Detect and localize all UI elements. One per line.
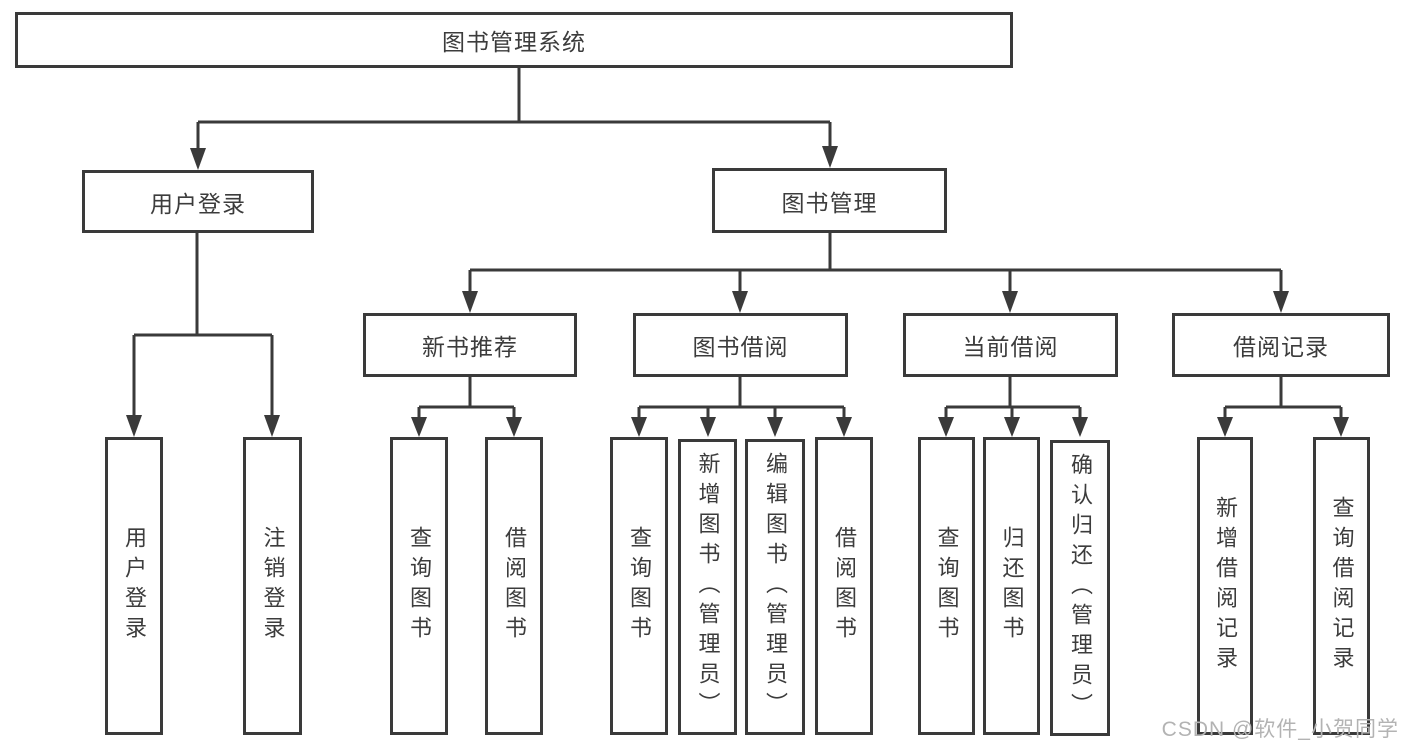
node-book-management: 图书管理 bbox=[712, 168, 947, 233]
node-book-borrow: 图书借阅 bbox=[633, 313, 848, 377]
node-borrow-records: 借阅记录 bbox=[1172, 313, 1390, 377]
leaf-label: 查询图书 bbox=[407, 526, 432, 646]
node-label: 当前借阅 bbox=[962, 334, 1059, 360]
leaf-label: 注销登录 bbox=[260, 526, 286, 646]
leaf-label: 查询图书 bbox=[934, 526, 960, 646]
leaf-label: 归还图书 bbox=[999, 526, 1025, 646]
leaf-query-books-borrow: 查询图书 bbox=[610, 437, 668, 735]
leaf-user-login: 用户登录 bbox=[105, 437, 163, 735]
leaf-label: 新增图书（管理员） bbox=[695, 452, 721, 722]
leaf-label: 查询图书 bbox=[627, 526, 652, 646]
leaf-label: 新增借阅记录 bbox=[1213, 496, 1238, 676]
leaf-query-books-recommend: 查询图书 bbox=[390, 437, 448, 735]
node-label: 新书推荐 bbox=[422, 334, 518, 360]
leaf-label: 查询借阅记录 bbox=[1329, 496, 1355, 676]
node-new-book-recommend: 新书推荐 bbox=[363, 313, 577, 377]
leaf-borrow-books-recommend: 借阅图书 bbox=[485, 437, 543, 735]
node-label: 用户登录 bbox=[150, 190, 246, 217]
leaf-label: 编辑图书（管理员） bbox=[763, 452, 788, 722]
leaf-return-book: 归还图书 bbox=[983, 437, 1040, 735]
node-library-management-system: 图书管理系统 bbox=[15, 12, 1013, 68]
leaf-label: 借阅图书 bbox=[832, 526, 857, 646]
leaf-label: 借阅图书 bbox=[502, 526, 527, 646]
leaf-add-borrow-record: 新增借阅记录 bbox=[1197, 437, 1253, 735]
node-label: 图书管理系统 bbox=[442, 29, 586, 55]
leaf-label: 确认归还（管理员） bbox=[1068, 453, 1093, 723]
node-label: 图书借阅 bbox=[692, 334, 789, 360]
leaf-logout: 注销登录 bbox=[243, 437, 302, 735]
leaf-add-book-admin: 新增图书（管理员） bbox=[678, 439, 737, 735]
leaf-confirm-return-admin: 确认归还（管理员） bbox=[1050, 440, 1110, 736]
node-user-login: 用户登录 bbox=[82, 170, 314, 233]
leaf-label: 用户登录 bbox=[122, 526, 147, 646]
leaf-borrow-books: 借阅图书 bbox=[815, 437, 873, 735]
watermark: CSDN @软件_小贺同学 bbox=[1161, 718, 1399, 741]
node-current-borrow: 当前借阅 bbox=[903, 313, 1118, 377]
leaf-query-books-current: 查询图书 bbox=[918, 437, 975, 735]
leaf-edit-book-admin: 编辑图书（管理员） bbox=[745, 439, 805, 735]
node-label: 借阅记录 bbox=[1233, 334, 1329, 360]
node-label: 图书管理 bbox=[781, 189, 878, 216]
leaf-query-borrow-record: 查询借阅记录 bbox=[1313, 437, 1370, 735]
